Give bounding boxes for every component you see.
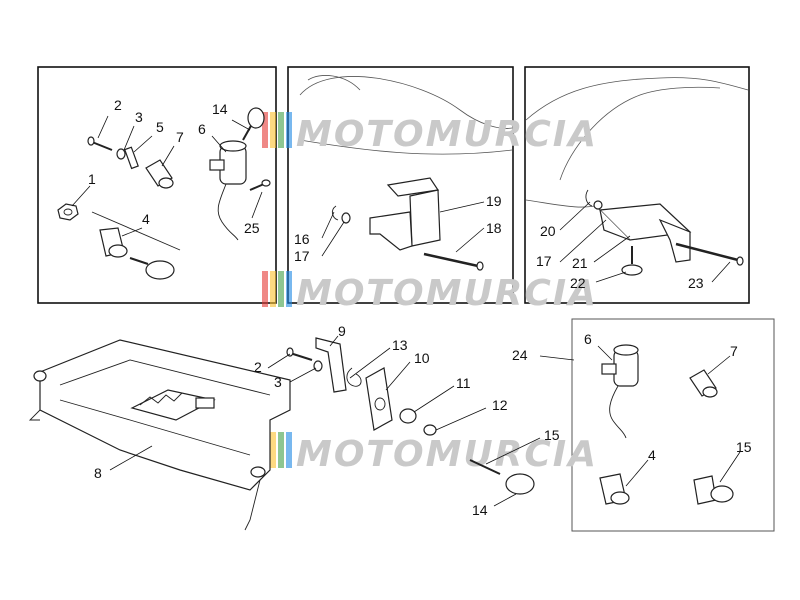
watermark-text: MOTOMURCIA — [296, 434, 598, 475]
panel-kit — [571, 318, 775, 532]
label-25: 25 — [244, 220, 260, 236]
label-8: 8 — [94, 465, 102, 481]
lock-part-7 — [145, 159, 174, 189]
spring-part-13 — [346, 367, 362, 387]
hinge-bracket-part-21 — [598, 203, 692, 263]
pin-part-18 — [423, 252, 484, 271]
watermark-3: MOTOMURCIA — [262, 432, 598, 475]
label-9: 9 — [338, 323, 346, 339]
label-22: 22 — [570, 275, 586, 291]
screw-part-2 — [87, 136, 113, 151]
circlip-part-16 — [331, 205, 339, 221]
watermark-text: MOTOMURCIA — [296, 114, 598, 155]
label-16: 16 — [294, 231, 310, 247]
panel-top-middle — [287, 66, 514, 304]
seat-outline-middle — [299, 75, 513, 155]
key-part-4 — [129, 257, 175, 280]
bracket-part-9 — [315, 337, 347, 393]
label-4-kit: 4 — [648, 447, 656, 463]
key-part-14-top — [242, 107, 265, 141]
key-part-14-bottom — [469, 459, 535, 495]
label-20: 20 — [540, 223, 556, 239]
washer-part-17 — [341, 212, 351, 224]
label-18: 18 — [486, 220, 502, 236]
watermark-1: MOTOMURCIA — [262, 112, 598, 155]
label-2: 2 — [114, 97, 122, 113]
circlip-part-20 — [585, 189, 603, 210]
pin-part-23 — [675, 242, 744, 266]
lock-cylinder-part-4 — [91, 211, 181, 258]
label-1: 1 — [88, 171, 96, 187]
panel-top-right — [524, 66, 750, 304]
label-17-right: 17 — [536, 253, 552, 269]
label-15-kit: 15 — [736, 439, 752, 455]
washer-part-3-bottom — [313, 360, 323, 372]
label-2-bottom: 2 — [254, 359, 262, 375]
bracket-part-5 — [123, 146, 139, 170]
label-19: 19 — [486, 193, 502, 209]
kit-lock-part-7 — [689, 369, 718, 398]
seat-hinge-part-19 — [369, 177, 441, 251]
label-11: 11 — [456, 375, 471, 391]
ignition-switch-part-6 — [209, 140, 247, 241]
label-3: 3 — [135, 109, 143, 125]
label-7-kit: 7 — [730, 343, 738, 359]
label-14-bottom: 14 — [472, 502, 488, 518]
label-23: 23 — [688, 275, 704, 291]
washer-part-12 — [423, 424, 437, 436]
knob-part-22 — [621, 246, 643, 276]
watermark-text: MOTOMURCIA — [296, 273, 598, 314]
kit-lock-cylinder-part-4 — [599, 473, 630, 505]
license-plate-holder-part-8 — [28, 339, 291, 531]
label-12: 12 — [492, 397, 508, 413]
watermark-2: MOTOMURCIA — [262, 271, 598, 314]
latch-plate-part-10 — [365, 367, 393, 431]
label-7: 7 — [176, 129, 184, 145]
label-5: 5 — [156, 119, 164, 135]
label-24: 24 — [512, 347, 528, 363]
kit-ignition-switch-part-6 — [601, 344, 639, 439]
latch-spring-assembly — [130, 389, 216, 421]
screw-part-25 — [249, 179, 271, 191]
label-13: 13 — [392, 337, 408, 353]
label-6-kit: 6 — [584, 331, 592, 347]
washer-part-3 — [116, 148, 126, 160]
label-14: 14 — [212, 101, 228, 117]
part-labels: 2 3 5 7 1 4 6 14 25 16 17 18 19 20 17 21… — [88, 97, 752, 518]
screw-part-2-bottom — [286, 347, 313, 361]
label-10: 10 — [414, 350, 430, 366]
label-6: 6 — [198, 121, 206, 137]
nut-part-1 — [57, 203, 79, 221]
leader-lines — [71, 115, 741, 507]
label-3-bottom: 3 — [274, 374, 282, 390]
panel-top-left — [37, 66, 277, 304]
label-4: 4 — [142, 211, 150, 227]
label-17: 17 — [294, 248, 310, 264]
nut-part-11 — [399, 408, 417, 424]
kit-lock-cylinder-part-15 — [693, 475, 734, 505]
label-15: 15 — [544, 427, 560, 443]
label-21: 21 — [572, 255, 588, 271]
